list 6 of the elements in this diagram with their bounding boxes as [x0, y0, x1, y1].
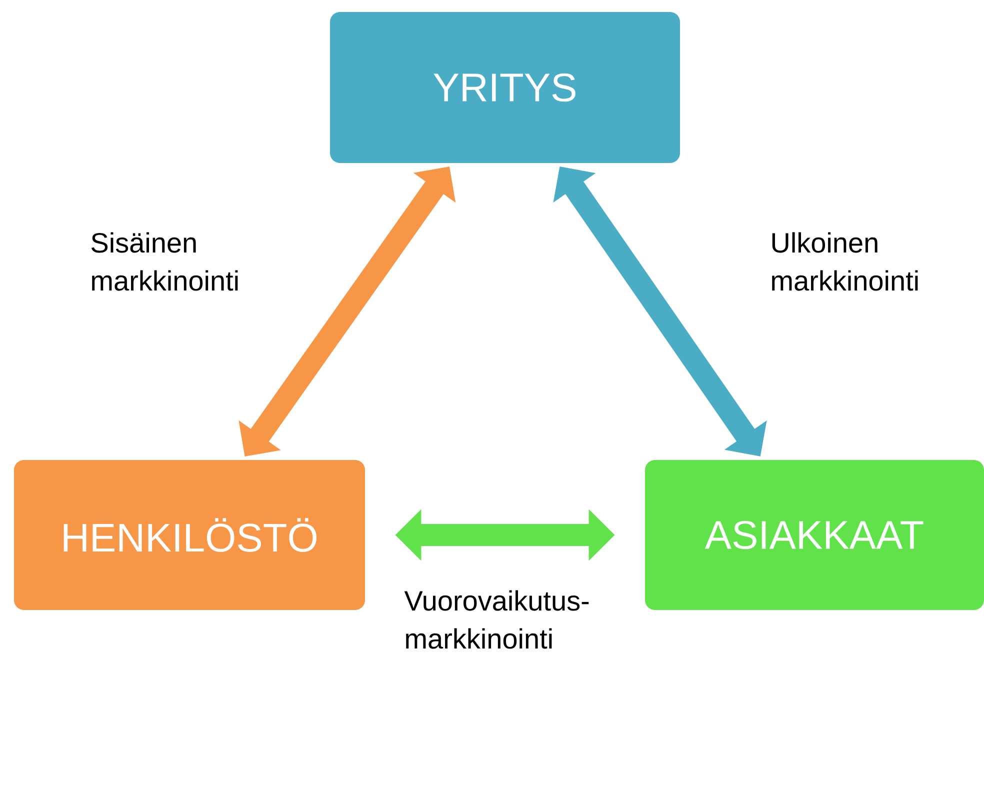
- process-box: HENKILÖSTÖ: [14, 460, 365, 610]
- process-box: ASIAKKAAT: [645, 460, 984, 610]
- edge-label: Vuorovaikutus-markkinointi: [404, 590, 589, 649]
- process-box: YRITYS: [330, 12, 680, 163]
- edge-label: Ulkoinen markkinointi: [772, 232, 918, 291]
- edge-label: Sisäinen markkinointi: [91, 232, 238, 291]
